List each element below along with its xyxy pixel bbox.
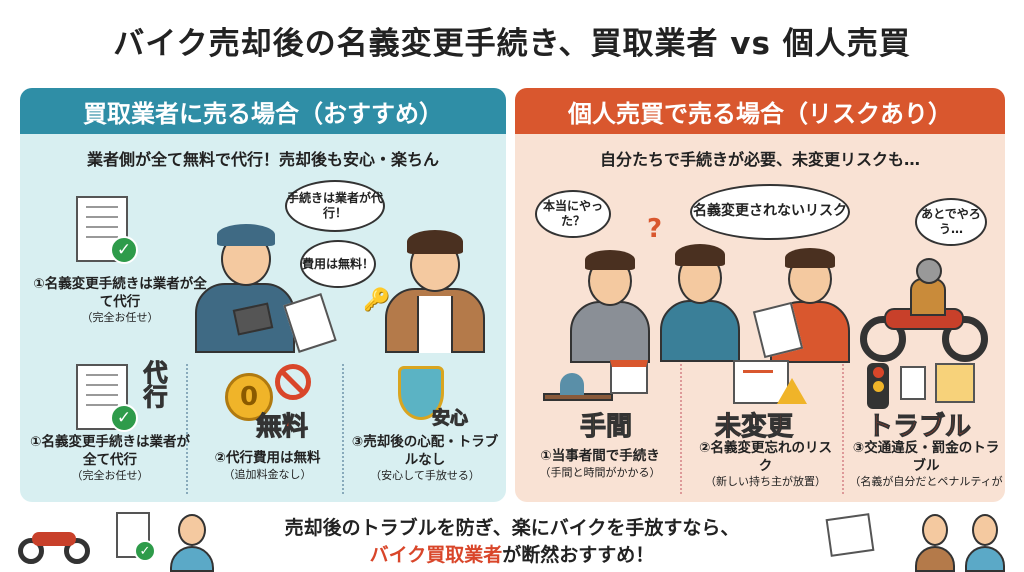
tema-label: 手間 <box>579 412 633 443</box>
page-title: バイク売却後の名義変更手続き、買取業者 vs 個人売買 <box>113 26 911 62</box>
dealer-panel-header: 買取業者に売る場合（おすすめ） <box>20 88 506 134</box>
risk-item-3: ③交通違反・罰金のトラブル（名義が自分だとペナルティが <box>849 440 1003 489</box>
trouble-label: トラブル <box>866 412 972 443</box>
ticket-icon <box>900 366 926 400</box>
check-icon: ✓ <box>110 236 138 264</box>
prohibited-icon <box>275 364 311 400</box>
warning-icon <box>777 378 807 404</box>
risk-item-1: ①当事者間で手続き（手間と時間がかかる） <box>539 448 661 479</box>
risk-item-2: ②名義変更忘れのリスク（新しい持ち主が放置） <box>699 440 832 489</box>
anshin-label: 安心 <box>432 408 469 430</box>
private-panel-header: 個人売買で売る場合（リスクあり） <box>515 88 1005 134</box>
shield-icon <box>398 366 444 420</box>
private-sale-panel: 個人売買で売る場合（リスクあり） 自分たちで手続きが必要、未変更リスクも… 本当… <box>515 88 1005 502</box>
thought-bubble: 本当にやった？ <box>535 190 611 238</box>
merit-item-3: ③売却後の心配・トラブルなし（安心して手放せる） <box>351 434 499 483</box>
top-caption: ①名義変更手続きは業者が全て代行（完全お任せ） <box>33 276 207 325</box>
conclusion-line-1: 売却後のトラブルを防ぎ、楽にバイクを手放すなら、 <box>284 517 740 539</box>
private-subtitle: 自分たちで手続きが必要、未変更リスクも… <box>599 150 920 169</box>
documents-icon <box>825 513 875 557</box>
check-icon: ✓ <box>110 404 138 432</box>
dealer-subtitle: 業者側が全て無料で代行！売却後も安心・楽ちん <box>86 150 439 169</box>
thought-bubble: 名義変更されないリスク <box>690 184 850 240</box>
dealer-panel: 買取業者に売る場合（おすすめ） 業者側が全て無料で代行！売却後も安心・楽ちん ✓… <box>20 88 506 502</box>
thought-bubble: あとでやろう… <box>915 198 987 246</box>
person-icon <box>560 373 584 395</box>
merit-item-1: ①名義変更手続きは業者が全て代行（完全お任せ） <box>30 434 190 483</box>
daikou-label: 代行 <box>139 360 168 409</box>
check-icon: ✓ <box>134 540 156 562</box>
speech-bubble: 手続きは業者が代行！ <box>285 180 385 232</box>
merit-item-2: ②代行費用は無料（追加料金なし） <box>214 450 321 481</box>
document-icon <box>76 196 128 262</box>
conclusion-highlight: バイク買取業者 <box>369 544 503 566</box>
zero-coin-icon: 0 <box>225 373 273 421</box>
muryou-label: 無料 <box>255 412 309 443</box>
key-icon: 🔑 <box>363 288 391 313</box>
question-mark: ? <box>647 214 663 244</box>
calendar-icon <box>610 360 648 394</box>
mihenkou-label: 未変更 <box>714 412 794 443</box>
conclusion-line-2: バイク買取業者が断然おすすめ！ <box>369 544 655 566</box>
motorcycle-icon <box>18 520 90 564</box>
speech-bubble: 費用は無料！ <box>300 240 376 288</box>
traffic-light-icon <box>867 363 889 409</box>
fine-notice-icon <box>935 363 975 403</box>
